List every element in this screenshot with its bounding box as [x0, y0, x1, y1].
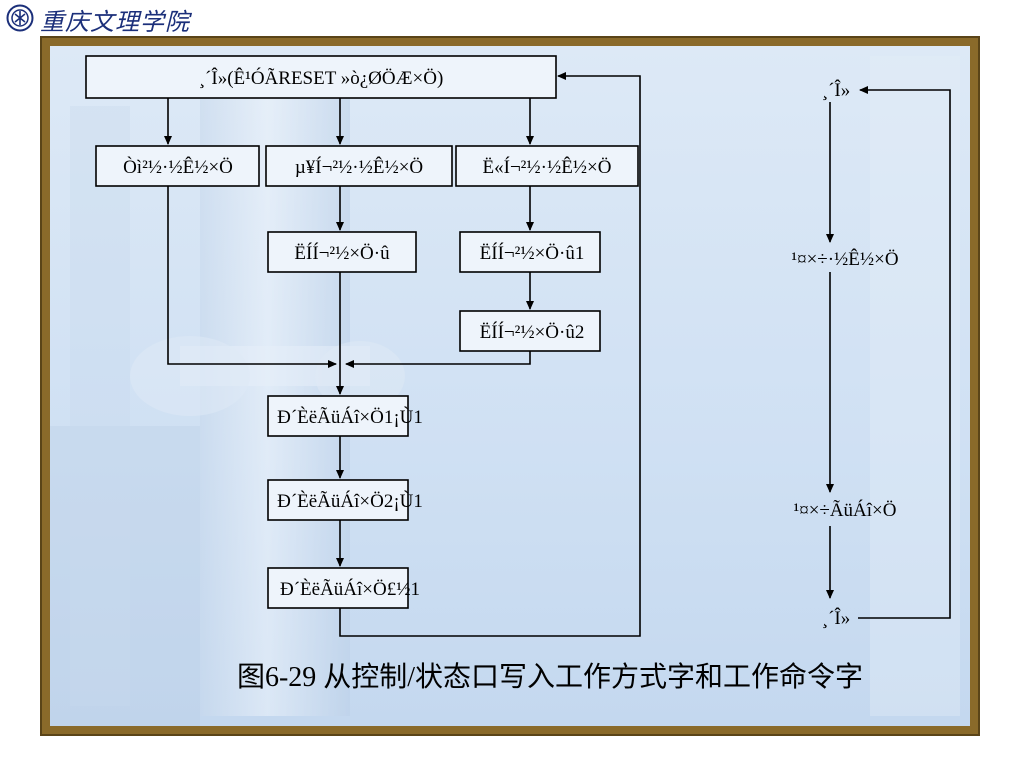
box-write-cmd-1: [267, 395, 409, 437]
label-sync-char: ËÍÍ¬²½×Ö·û: [294, 242, 390, 264]
label-write-cmd-n: Ð´ÈëÃüÁî×Ö£½1: [280, 578, 420, 600]
label-right-mode-word: ¹¤×÷·½Ê½×Ö: [791, 248, 898, 270]
label-right-reset-bottom: ¸´Î»: [822, 607, 850, 629]
box-sync-char: [267, 231, 417, 273]
box-double-sync-mode: [455, 145, 639, 187]
label-right-reset-top: ¸´Î»: [822, 79, 850, 101]
flowchart: ¸´Î»(Ê¹ÓÃRESET »ò¿ØÖÆ×Ö) Òì²½·½Ê½×Ö µ¥Í¬…: [85, 55, 951, 693]
box-single-sync-mode: [265, 145, 453, 187]
figure-caption: 图6-29 从控制/状态口写入工作方式字和工作命令字: [237, 661, 863, 693]
label-async-mode: Òì²½·½Ê½×Ö: [123, 156, 233, 178]
university-logo-text: 重庆文理学院: [40, 8, 190, 36]
university-seal-icon: [6, 4, 34, 32]
box-async-mode: [95, 145, 260, 187]
label-sync-char-1: ËÍÍ¬²½×Ö·û1: [480, 242, 585, 264]
label-right-command-word: ¹¤×÷ÃüÁî×Ö: [794, 499, 897, 521]
box-write-cmd-2: [267, 479, 409, 521]
label-sync-char-2: ËÍÍ¬²½×Ö·û2: [480, 321, 585, 343]
box-sync-char-2: [459, 310, 601, 352]
box-write-cmd-n: [267, 567, 409, 609]
slide-panel: ¸´Î»(Ê¹ÓÃRESET »ò¿ØÖÆ×Ö) Òì²½·½Ê½×Ö µ¥Í¬…: [50, 46, 970, 726]
slide-frame: ¸´Î»(Ê¹ÓÃRESET »ò¿ØÖÆ×Ö) Òì²½·½Ê½×Ö µ¥Í¬…: [40, 36, 980, 736]
header-bar: 重庆文理学院: [0, 0, 1024, 36]
box-reset-top: [85, 55, 557, 99]
label-write-cmd-2: Ð´ÈëÃüÁî×Ö2¡Ù1: [277, 490, 423, 512]
label-single-sync-mode: µ¥Í¬²½·½Ê½×Ö: [295, 156, 423, 178]
label-reset-top: ¸´Î»(Ê¹ÓÃRESET »ò¿ØÖÆ×Ö): [199, 67, 444, 89]
box-sync-char-1: [459, 231, 601, 273]
label-write-cmd-1: Ð´ÈëÃüÁî×Ö1¡Ù1: [277, 406, 423, 428]
label-double-sync-mode: Ë«Í¬²½·½Ê½×Ö: [483, 156, 612, 178]
